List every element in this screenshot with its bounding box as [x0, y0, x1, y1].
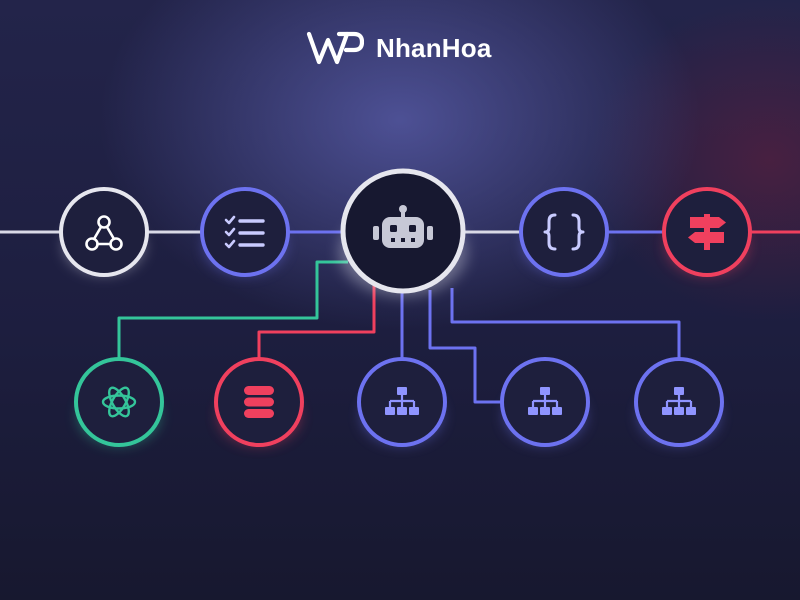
node-openai: [74, 357, 164, 447]
node-task-list: [200, 187, 290, 277]
node-webhook: [59, 187, 149, 277]
node-database: [214, 357, 304, 447]
connector-agent-to-network-2: [428, 290, 502, 404]
network-icon: [528, 387, 562, 415]
node-code: [519, 187, 609, 277]
node-network-2: [500, 357, 590, 447]
connector-agent-to-database: [257, 284, 376, 358]
connector-agent-to-openai: [117, 260, 348, 358]
database-icon: [244, 386, 274, 418]
checklist-icon: [224, 215, 265, 249]
connectors: [0, 230, 800, 404]
brand-name: NhanHoa: [376, 32, 492, 63]
node-network-3: [634, 357, 724, 447]
brand: NhanHoa: [306, 28, 492, 68]
signpost-icon: [688, 214, 726, 250]
connector-agent-to-network-3: [450, 288, 681, 358]
robot-icon: [373, 205, 433, 248]
openai-icon: [101, 386, 137, 418]
network-icon: [662, 387, 696, 415]
webhook-icon: [85, 215, 123, 251]
nhanhoa-logo-icon: [306, 31, 364, 65]
node-router: [662, 187, 752, 277]
node-ai-agent: [339, 168, 467, 296]
network-icon: [385, 387, 419, 415]
curly-braces-icon: [543, 213, 585, 251]
node-network-1: [357, 357, 447, 447]
